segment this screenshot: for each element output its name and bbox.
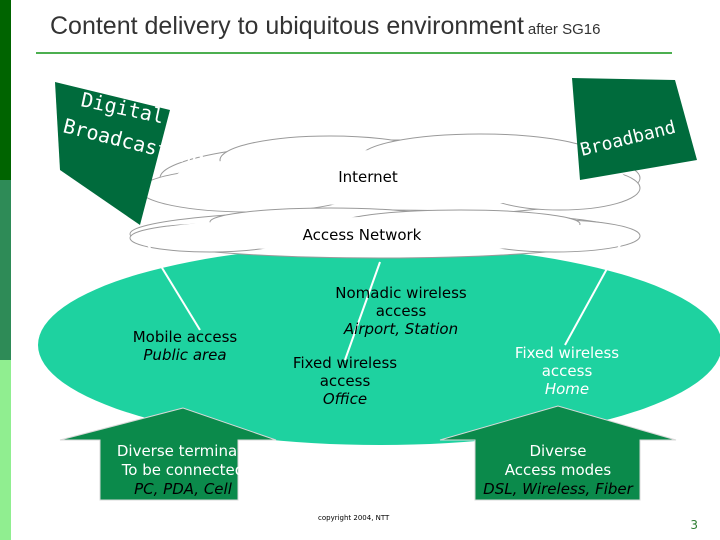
mobile-access-title: Mobile access [132,328,238,346]
title-divider [36,52,672,54]
nomadic-title: Nomadic wireless [335,284,467,302]
page-title: Content delivery to ubiquitous environme… [50,12,600,41]
access-modes-line1: Diverse [529,442,587,460]
side-bar-light [0,360,11,540]
nomadic-wireless-label: Nomadic wireless access Airport, Station [326,284,476,338]
mobile-access-place: Public area [143,346,227,364]
mobile-access-label: Mobile access Public area [110,328,260,364]
connection-lines [144,239,621,361]
home-place: Home [544,380,590,398]
terminals-arrow [59,407,277,501]
internet-label: Internet [338,168,398,186]
title-text: Content delivery to ubiquitous environme… [50,12,524,40]
office-title: Fixed wireless [292,354,398,372]
access-modes-arrow [439,405,677,501]
nomadic-place: Airport, Station [343,320,459,338]
access-area-ellipse [38,245,720,445]
title-suffix: after SG16 [527,21,601,38]
access-network-label: Access Network [302,226,422,244]
side-bar-dark [0,0,11,180]
access-modes-types: DSL, Wireless, Fiber [483,480,633,498]
terminals-line1: Diverse terminals [116,442,250,460]
terminals-line2: To be connected [121,461,245,479]
home-title: Fixed wireless [514,344,620,362]
nomadic-subtitle: access [375,302,427,320]
access-modes-line2: Access modes [504,461,612,479]
fixed-wireless-office-label: Fixed wireless access Office [270,354,420,408]
side-bar-mid [0,180,11,360]
digital-broadcast-beam [55,82,170,225]
copyright-notice: copyright 2004, NTT [318,514,390,522]
fixed-wireless-home-label: Fixed wireless access Home [492,344,642,398]
diverse-access-modes-label: Diverse Access modes DSL, Wireless, Fibe… [472,442,644,499]
broadband-beam [572,78,697,180]
terminals-devices: PC, PDA, Cell [134,480,232,498]
diverse-terminals-label: Diverse terminals To be connected PC, PD… [103,442,263,499]
office-subtitle: access [319,372,371,390]
home-subtitle: access [541,362,593,380]
office-place: Office [322,390,368,408]
page-number: 3 [690,518,698,532]
